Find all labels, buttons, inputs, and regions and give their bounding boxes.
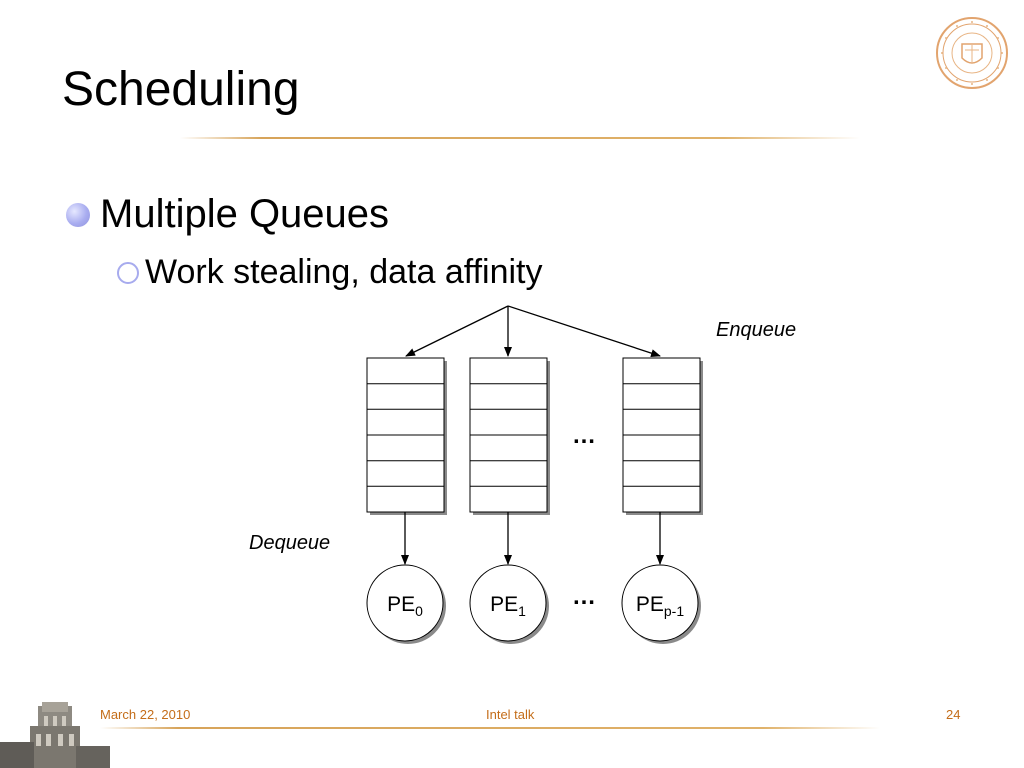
bullet-text: Multiple Queues [100, 192, 390, 236]
tower-logo-icon [0, 702, 110, 768]
svg-text:PE1: PE1 [490, 593, 526, 619]
pe-label: PE [387, 593, 415, 616]
pe-subscript: p-1 [664, 603, 684, 619]
pe-node-2: PEp-1 [621, 564, 701, 644]
queue-0 [366, 357, 447, 515]
queue-2 [622, 357, 703, 515]
bullet-multiple-queues: Multiple Queues [66, 192, 389, 237]
queues-ellipsis: … [572, 422, 596, 449]
enqueue-arrow-queue-2 [507, 305, 661, 357]
footer-title: Intel talk [486, 707, 535, 722]
bullet-ring-icon [117, 261, 139, 284]
pe-subscript: 1 [518, 603, 526, 619]
svg-text:PE0: PE0 [387, 593, 423, 619]
title-divider [180, 137, 860, 139]
enqueue-label: Enqueue [716, 319, 796, 341]
pe-subscript: 0 [415, 603, 423, 619]
footer-divider [100, 727, 880, 729]
university-seal-icon [936, 17, 1008, 89]
enqueue-arrow-queue-0 [405, 305, 509, 357]
slide-title: Scheduling [62, 63, 300, 116]
pes-ellipsis: … [572, 583, 596, 610]
sub-bullet-work-stealing: Work stealing, data affinity [117, 253, 543, 292]
bullet-disc-icon [66, 202, 90, 227]
pe-node-0: PE0 [366, 564, 446, 644]
dequeue-label: Dequeue [249, 532, 330, 554]
dequeue-arrows [401, 512, 664, 565]
svg-text:PEp-1: PEp-1 [636, 593, 684, 619]
queue-1 [469, 357, 550, 515]
footer-date: March 22, 2010 [100, 707, 191, 722]
pe-node-1: PE1 [469, 564, 549, 644]
pe-label: PE [636, 593, 664, 616]
sub-bullet-text: Work stealing, data affinity [145, 253, 543, 291]
pe-label: PE [490, 593, 518, 616]
slide-number: 24 [946, 707, 961, 722]
enqueue-arrows [405, 305, 661, 357]
